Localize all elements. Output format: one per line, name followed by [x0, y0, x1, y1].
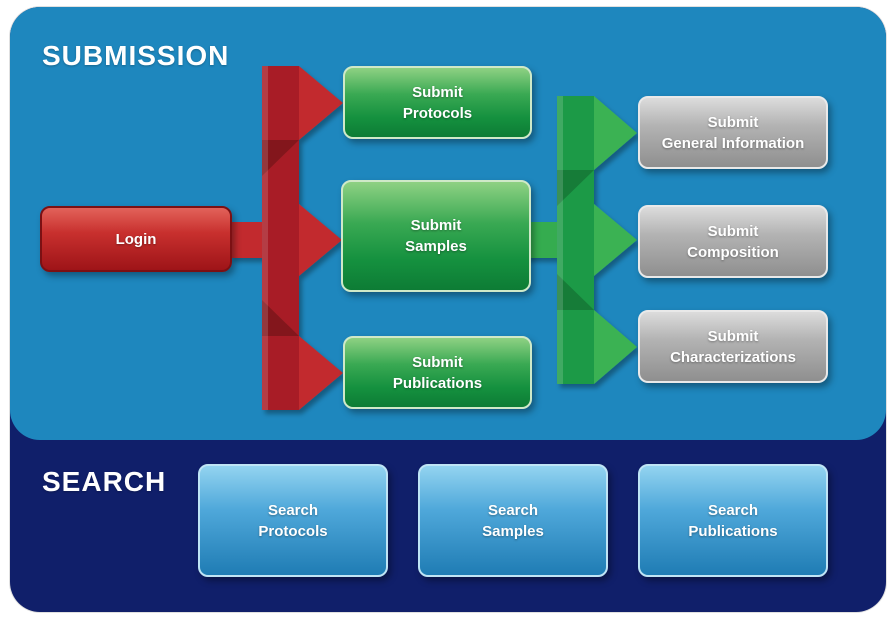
submit-protocols-button[interactable]: Submit Protocols: [343, 66, 532, 139]
submission-title: SUBMISSION: [42, 40, 230, 71]
submit-composition-button[interactable]: Submit Composition: [638, 205, 828, 278]
submit-samples-button[interactable]: Submit Samples: [341, 180, 531, 292]
search-title: SEARCH: [42, 466, 167, 497]
submit-characterizations-button[interactable]: Submit Characterizations: [638, 310, 828, 383]
submit-general-information-button[interactable]: Submit General Information: [638, 96, 828, 169]
login-button[interactable]: Login: [40, 206, 232, 272]
search-samples-button[interactable]: Search Samples: [418, 464, 608, 577]
search-publications-button[interactable]: Search Publications: [638, 464, 828, 577]
submit-publications-button[interactable]: Submit Publications: [343, 336, 532, 409]
search-protocols-button[interactable]: Search Protocols: [198, 464, 388, 577]
